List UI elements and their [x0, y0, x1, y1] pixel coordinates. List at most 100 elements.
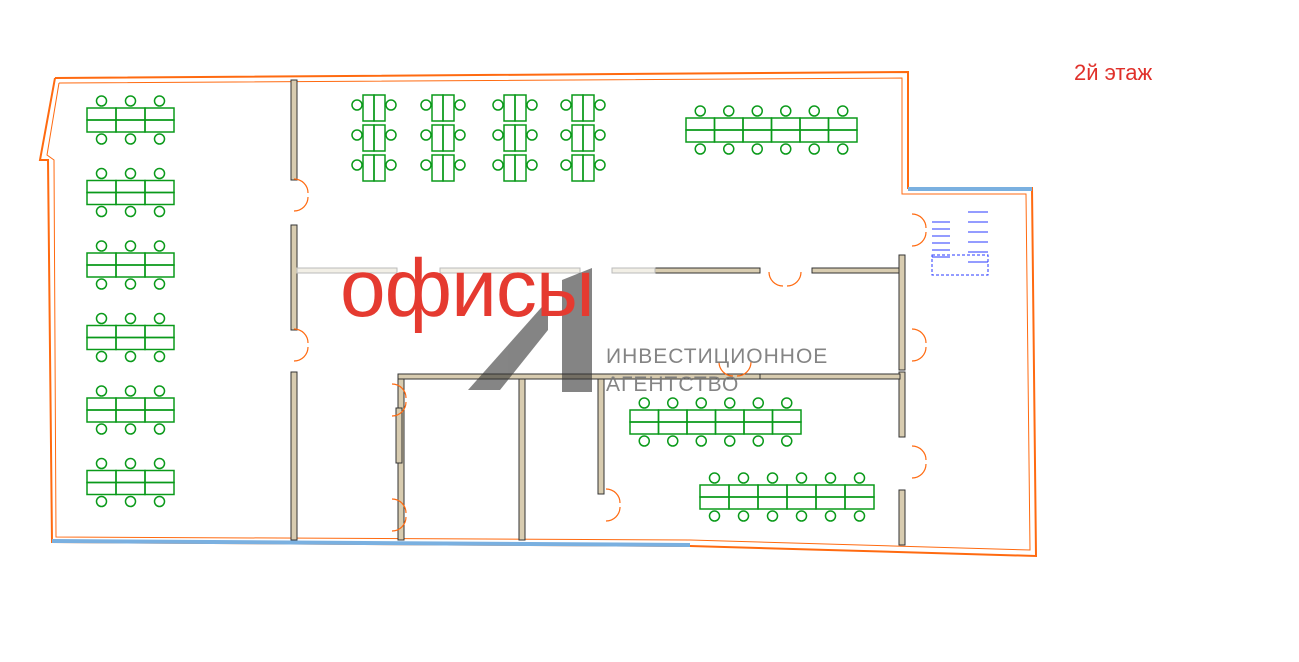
- chair-icon: [95, 457, 108, 470]
- desk: [115, 481, 146, 508]
- chair-icon: [153, 240, 166, 252]
- desk: [115, 312, 146, 339]
- desk-top: [815, 496, 846, 510]
- desk-top: [373, 94, 386, 122]
- desk: [844, 496, 875, 522]
- desk-top: [115, 107, 146, 121]
- desk: [657, 421, 688, 447]
- desk: [757, 496, 788, 522]
- desk-top: [686, 421, 717, 435]
- chair-icon: [492, 129, 504, 141]
- chair-icon: [153, 385, 166, 397]
- wall: [290, 79, 298, 181]
- desk-top: [844, 496, 875, 510]
- desk-top: [686, 409, 717, 423]
- desk-top: [699, 484, 730, 498]
- chair-icon: [667, 435, 679, 447]
- chair-icon: [781, 397, 793, 409]
- glass-partition: [296, 267, 398, 274]
- desk: [144, 457, 175, 484]
- chair-icon: [153, 133, 166, 145]
- chair-icon: [95, 167, 108, 180]
- desk: [713, 105, 744, 131]
- wall: [290, 224, 298, 331]
- chair-icon: [752, 397, 764, 409]
- desk-top: [442, 154, 455, 182]
- desk-top: [115, 179, 146, 194]
- chair-icon: [724, 397, 736, 409]
- room-label: офисы: [340, 243, 595, 334]
- floor-label: 2й этаж: [1074, 60, 1153, 85]
- chair-icon: [560, 129, 572, 141]
- desk: [420, 94, 466, 122]
- door: [911, 445, 927, 479]
- outer-wall: [38, 70, 1038, 558]
- desk: [757, 472, 788, 498]
- desk: [685, 105, 716, 131]
- desk: [815, 496, 846, 522]
- wall: [811, 267, 903, 274]
- chair-icon: [526, 99, 538, 111]
- chair-icon: [837, 143, 849, 155]
- desk: [144, 385, 175, 411]
- desk: [827, 105, 858, 131]
- desk: [86, 167, 117, 194]
- desk: [815, 472, 846, 498]
- chair-icon: [351, 129, 363, 141]
- chair-icon: [124, 133, 137, 145]
- chair-icon: [694, 105, 706, 117]
- desk: [115, 264, 146, 290]
- desk: [86, 457, 117, 484]
- chair-icon: [124, 385, 137, 397]
- desk-top: [362, 124, 375, 152]
- desk-top: [742, 129, 773, 143]
- chair-icon: [124, 278, 137, 290]
- desk-top: [144, 409, 175, 423]
- desk-top: [657, 409, 688, 423]
- desk: [86, 119, 117, 145]
- desk: [144, 481, 175, 508]
- desk-top: [770, 117, 801, 131]
- wall: [518, 378, 526, 541]
- desk-top: [144, 264, 175, 278]
- chair-icon: [95, 495, 108, 508]
- desk: [86, 385, 117, 411]
- chair-icon: [526, 159, 538, 171]
- desk: [492, 94, 538, 122]
- desk: [115, 336, 146, 363]
- desk: [86, 336, 117, 363]
- logo-line-2: АГЕНТСТВО: [606, 373, 740, 396]
- desk-top: [86, 409, 117, 423]
- chair-icon: [420, 129, 432, 141]
- desk: [115, 240, 146, 266]
- desk-top: [714, 409, 745, 423]
- desk: [115, 385, 146, 411]
- chair-icon: [95, 95, 108, 107]
- desk: [351, 154, 397, 182]
- desk: [686, 397, 717, 423]
- desk-top: [815, 484, 846, 498]
- chair-icon: [752, 435, 764, 447]
- desk-top: [144, 191, 175, 206]
- chair-icon: [824, 472, 837, 484]
- chair-icon: [153, 495, 166, 508]
- desk-top: [115, 191, 146, 206]
- desk: [420, 124, 466, 152]
- chair-icon: [594, 129, 606, 141]
- desk: [144, 240, 175, 266]
- desk: [115, 119, 146, 145]
- chair-icon: [420, 159, 432, 171]
- desk-top: [115, 409, 146, 423]
- desk: [742, 105, 773, 131]
- chair-icon: [708, 510, 721, 522]
- chair-icon: [153, 457, 166, 470]
- chair-icon: [124, 495, 137, 508]
- chair-icon: [124, 167, 137, 180]
- chair-icon: [780, 143, 792, 155]
- chair-icon: [492, 99, 504, 111]
- chair-icon: [95, 312, 108, 325]
- chair-icon: [560, 159, 572, 171]
- desk-top: [571, 154, 584, 182]
- chair-icon: [385, 99, 397, 111]
